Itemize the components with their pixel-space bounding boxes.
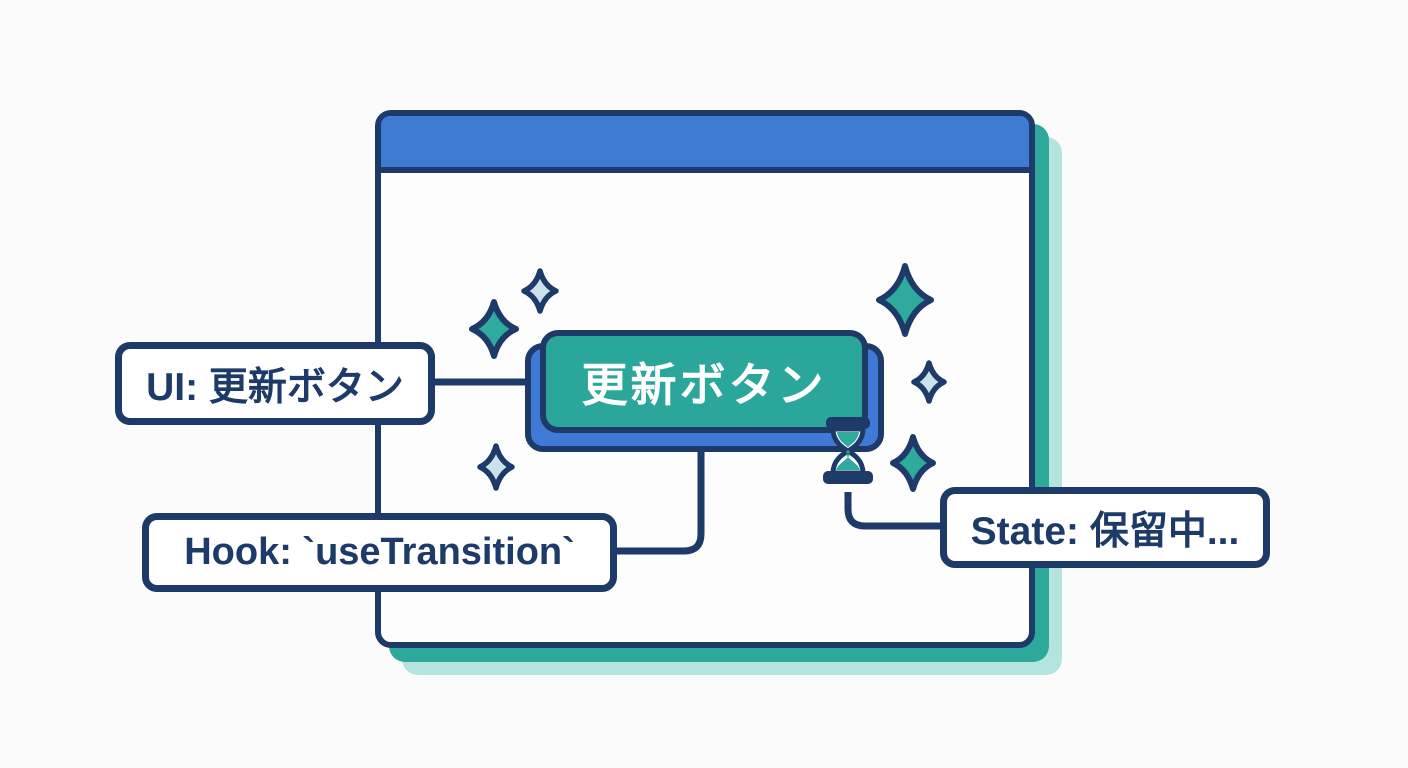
callout-state-label: State: 保留中... xyxy=(970,509,1240,553)
callout-state: State: 保留中... xyxy=(940,487,1270,568)
update-button[interactable]: 更新ボタン xyxy=(540,330,868,433)
callout-ui: UI: 更新ボタン xyxy=(115,342,435,425)
callout-hook-label: Hook: `useTransition` xyxy=(184,531,575,573)
window-titlebar xyxy=(381,116,1029,173)
update-button-label: 更新ボタン xyxy=(581,358,827,411)
callout-hook: Hook: `useTransition` xyxy=(142,513,617,592)
callout-ui-label: UI: 更新ボタン xyxy=(146,365,404,409)
